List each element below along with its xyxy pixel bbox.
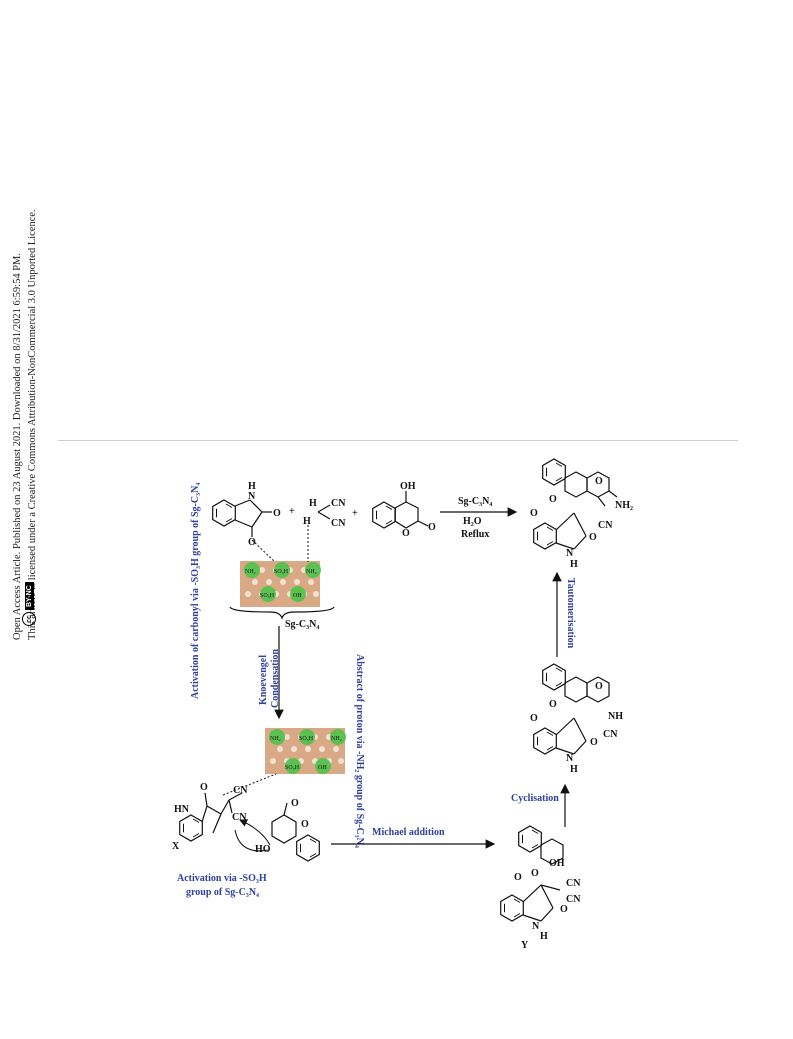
catalyst-sheet-top: NH₂ SO₃H NH₂ SO₃H OH [240, 561, 321, 607]
knoevenagel-label-1: Knoevengel [258, 655, 269, 705]
prod-h: H [570, 559, 578, 570]
site-oh-2: OH [318, 765, 327, 771]
site-nh2-4: NH₂ [331, 736, 342, 742]
coum-oh: OH [400, 481, 416, 492]
isatin-h: H [248, 481, 256, 492]
malononitrile-structure: H H CN CN [303, 498, 346, 529]
y-o1: O [514, 872, 522, 883]
hydroxycoumarin-structure: OH O O [372, 481, 436, 539]
im-o2: O [530, 713, 538, 724]
y-cn2: CN [566, 894, 581, 905]
reagent-label: Sg-C₃N₄ [458, 496, 492, 507]
x-o: O [200, 782, 208, 793]
coum-o-carbonyl: O [428, 522, 436, 533]
y-h: H [540, 931, 548, 942]
prod-cn: CN [598, 520, 613, 531]
site-so3h-1: SO₃H [274, 569, 289, 575]
site-nh2-2: NH₂ [306, 569, 317, 575]
cyclisation-label: Cyclisation [511, 793, 559, 804]
site-so3h-4: SO₃H [285, 765, 300, 771]
im-h: H [570, 764, 578, 775]
catalyst-brace [229, 606, 335, 620]
isatin-n: N [248, 491, 256, 502]
site-so3h-2: SO₃H [260, 593, 275, 599]
activation-carbonyl-label: Activation of carbonyl via -SO₃H group o… [190, 483, 201, 699]
y-cn1: CN [566, 878, 581, 889]
im-n: N [566, 753, 574, 764]
site-so3h-3: SO₃H [299, 736, 314, 742]
activation-so3h-label-2: group of Sg-C₃N₄ [186, 887, 259, 898]
im-nh: NH [608, 711, 623, 722]
plus-2: + [352, 508, 358, 519]
isatin-structure: N H O O [212, 481, 281, 548]
abstract-proton-label: Abstract of proton via -NH₂ group of Sg-… [354, 654, 365, 848]
mal-h1: H [309, 498, 317, 509]
intermediate-y-structure: O O OH CN CN O N H [500, 825, 581, 942]
label-y: Y [521, 940, 529, 951]
y-n: N [532, 921, 540, 932]
im-o3: O [595, 681, 603, 692]
intermediate-x-structure: O HN CN CN [174, 782, 248, 842]
x-cn1: CN [233, 785, 248, 796]
prod-o3: O [595, 476, 603, 487]
prod-o4: O [589, 532, 597, 543]
activation-so3h-label-1: Activation via -SO₃H [177, 873, 267, 884]
prod-o1: O [549, 494, 557, 505]
enol-ho: HO [255, 844, 271, 855]
enol-o-carbonyl: O [291, 798, 299, 809]
label-x: X [172, 841, 180, 852]
catalyst-sheet-middle: NH₂ SO₃H NH₂ SO₃H OH [265, 728, 346, 774]
solvent-label: H₂O [463, 516, 482, 527]
site-oh-1: OH [293, 593, 302, 599]
prod-o2: O [530, 508, 538, 519]
x-cn2: CN [232, 812, 247, 823]
y-o3: O [560, 904, 568, 915]
mal-h2: H [303, 516, 311, 527]
coumarin-enol-structure: O O HO [234, 798, 320, 862]
tautomerisation-label: Tautomerisation [565, 578, 576, 649]
prod-n: N [566, 548, 574, 559]
im-cn: CN [603, 729, 618, 740]
prod-nh2: NH₂ [615, 500, 633, 511]
divider [58, 440, 738, 441]
site-nh2-3: NH₂ [270, 736, 281, 742]
plus-1: + [289, 506, 295, 517]
enol-o-ring: O [301, 819, 309, 830]
isatin-o1: O [273, 508, 281, 519]
im-o1: O [549, 699, 557, 710]
catalyst-label: Sg-C₃N₄ [285, 619, 319, 630]
isatin-o2: O [248, 537, 256, 548]
mal-cn1: CN [331, 498, 346, 509]
im-o4: O [590, 737, 598, 748]
y-oh: OH [549, 858, 565, 869]
knoevenagel-label-2: Condensation [270, 649, 281, 708]
condition-label: Reflux [461, 529, 489, 540]
michael-label: Michael addition [372, 827, 445, 838]
site-nh2-1: NH₂ [245, 569, 256, 575]
coum-o-ring: O [402, 528, 410, 539]
product-structure: O O O NH₂ CN O N H [530, 458, 633, 570]
imine-intermediate-structure: O O O NH CN O N H [530, 663, 623, 775]
mal-cn2: CN [331, 518, 346, 529]
y-o2: O [531, 868, 539, 879]
x-hn: HN [174, 804, 190, 815]
